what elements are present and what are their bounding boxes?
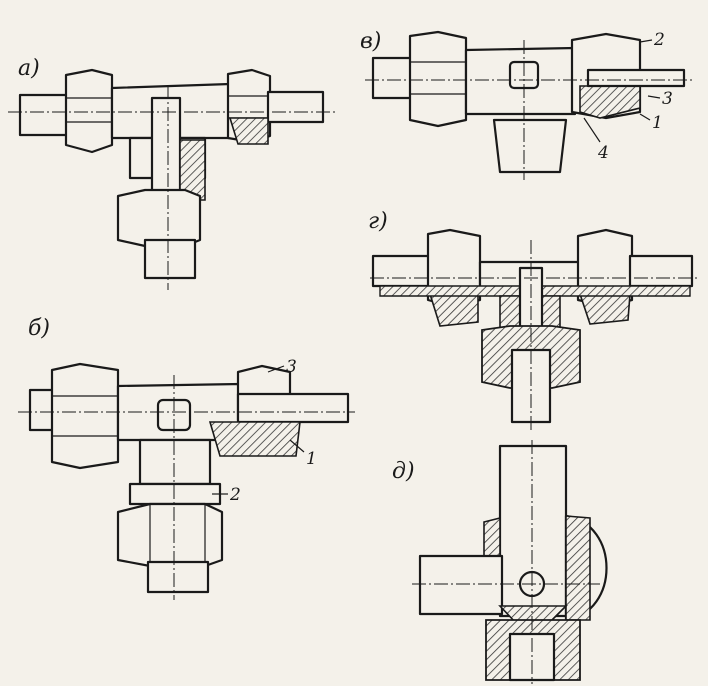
panel-b: б) 3 1 2 xyxy=(18,316,355,600)
pipe-bottom xyxy=(143,238,197,280)
panel-v: в) 2 3 1 4 xyxy=(360,29,695,180)
pipe-right xyxy=(586,68,686,88)
nut-left xyxy=(64,68,114,154)
stem-section xyxy=(179,139,206,201)
nut-bottom xyxy=(116,502,224,568)
pipe-left xyxy=(371,254,435,288)
panel-g: г) xyxy=(368,209,700,430)
panel-a: а) xyxy=(8,56,335,290)
pipe-bottom xyxy=(146,560,210,594)
pipe-right xyxy=(628,254,694,288)
callout-2: 2 xyxy=(229,485,241,505)
ring-2 xyxy=(128,482,222,506)
pipe-left xyxy=(371,56,415,100)
panel-d: д) xyxy=(392,440,608,684)
callout-1: 1 xyxy=(306,449,317,469)
panel-g-label: г) xyxy=(368,209,388,234)
panel-d-label: д) xyxy=(392,459,415,484)
callout-4: 4 xyxy=(597,143,609,163)
stem-lower xyxy=(492,118,568,174)
nut-left xyxy=(408,30,468,128)
pipe-left xyxy=(418,554,504,616)
callout-2: 2 xyxy=(653,30,665,50)
section-right xyxy=(578,293,631,325)
callout-3: 3 xyxy=(286,357,297,377)
pipe-left xyxy=(18,93,72,137)
section-left xyxy=(428,293,479,327)
panel-v-label: в) xyxy=(360,29,381,54)
pipe-right xyxy=(266,90,325,124)
nut-bottom xyxy=(116,188,202,248)
section-right xyxy=(228,117,269,145)
panel-a-label: а) xyxy=(18,56,40,81)
nut-left xyxy=(50,362,120,470)
panel-b-label: б) xyxy=(28,316,50,341)
callout-1: 1 xyxy=(652,113,663,133)
section-right xyxy=(565,515,591,621)
stem xyxy=(138,438,212,486)
pipe-right xyxy=(236,392,350,424)
callout-3: 3 xyxy=(662,89,673,109)
section-right xyxy=(208,421,301,457)
